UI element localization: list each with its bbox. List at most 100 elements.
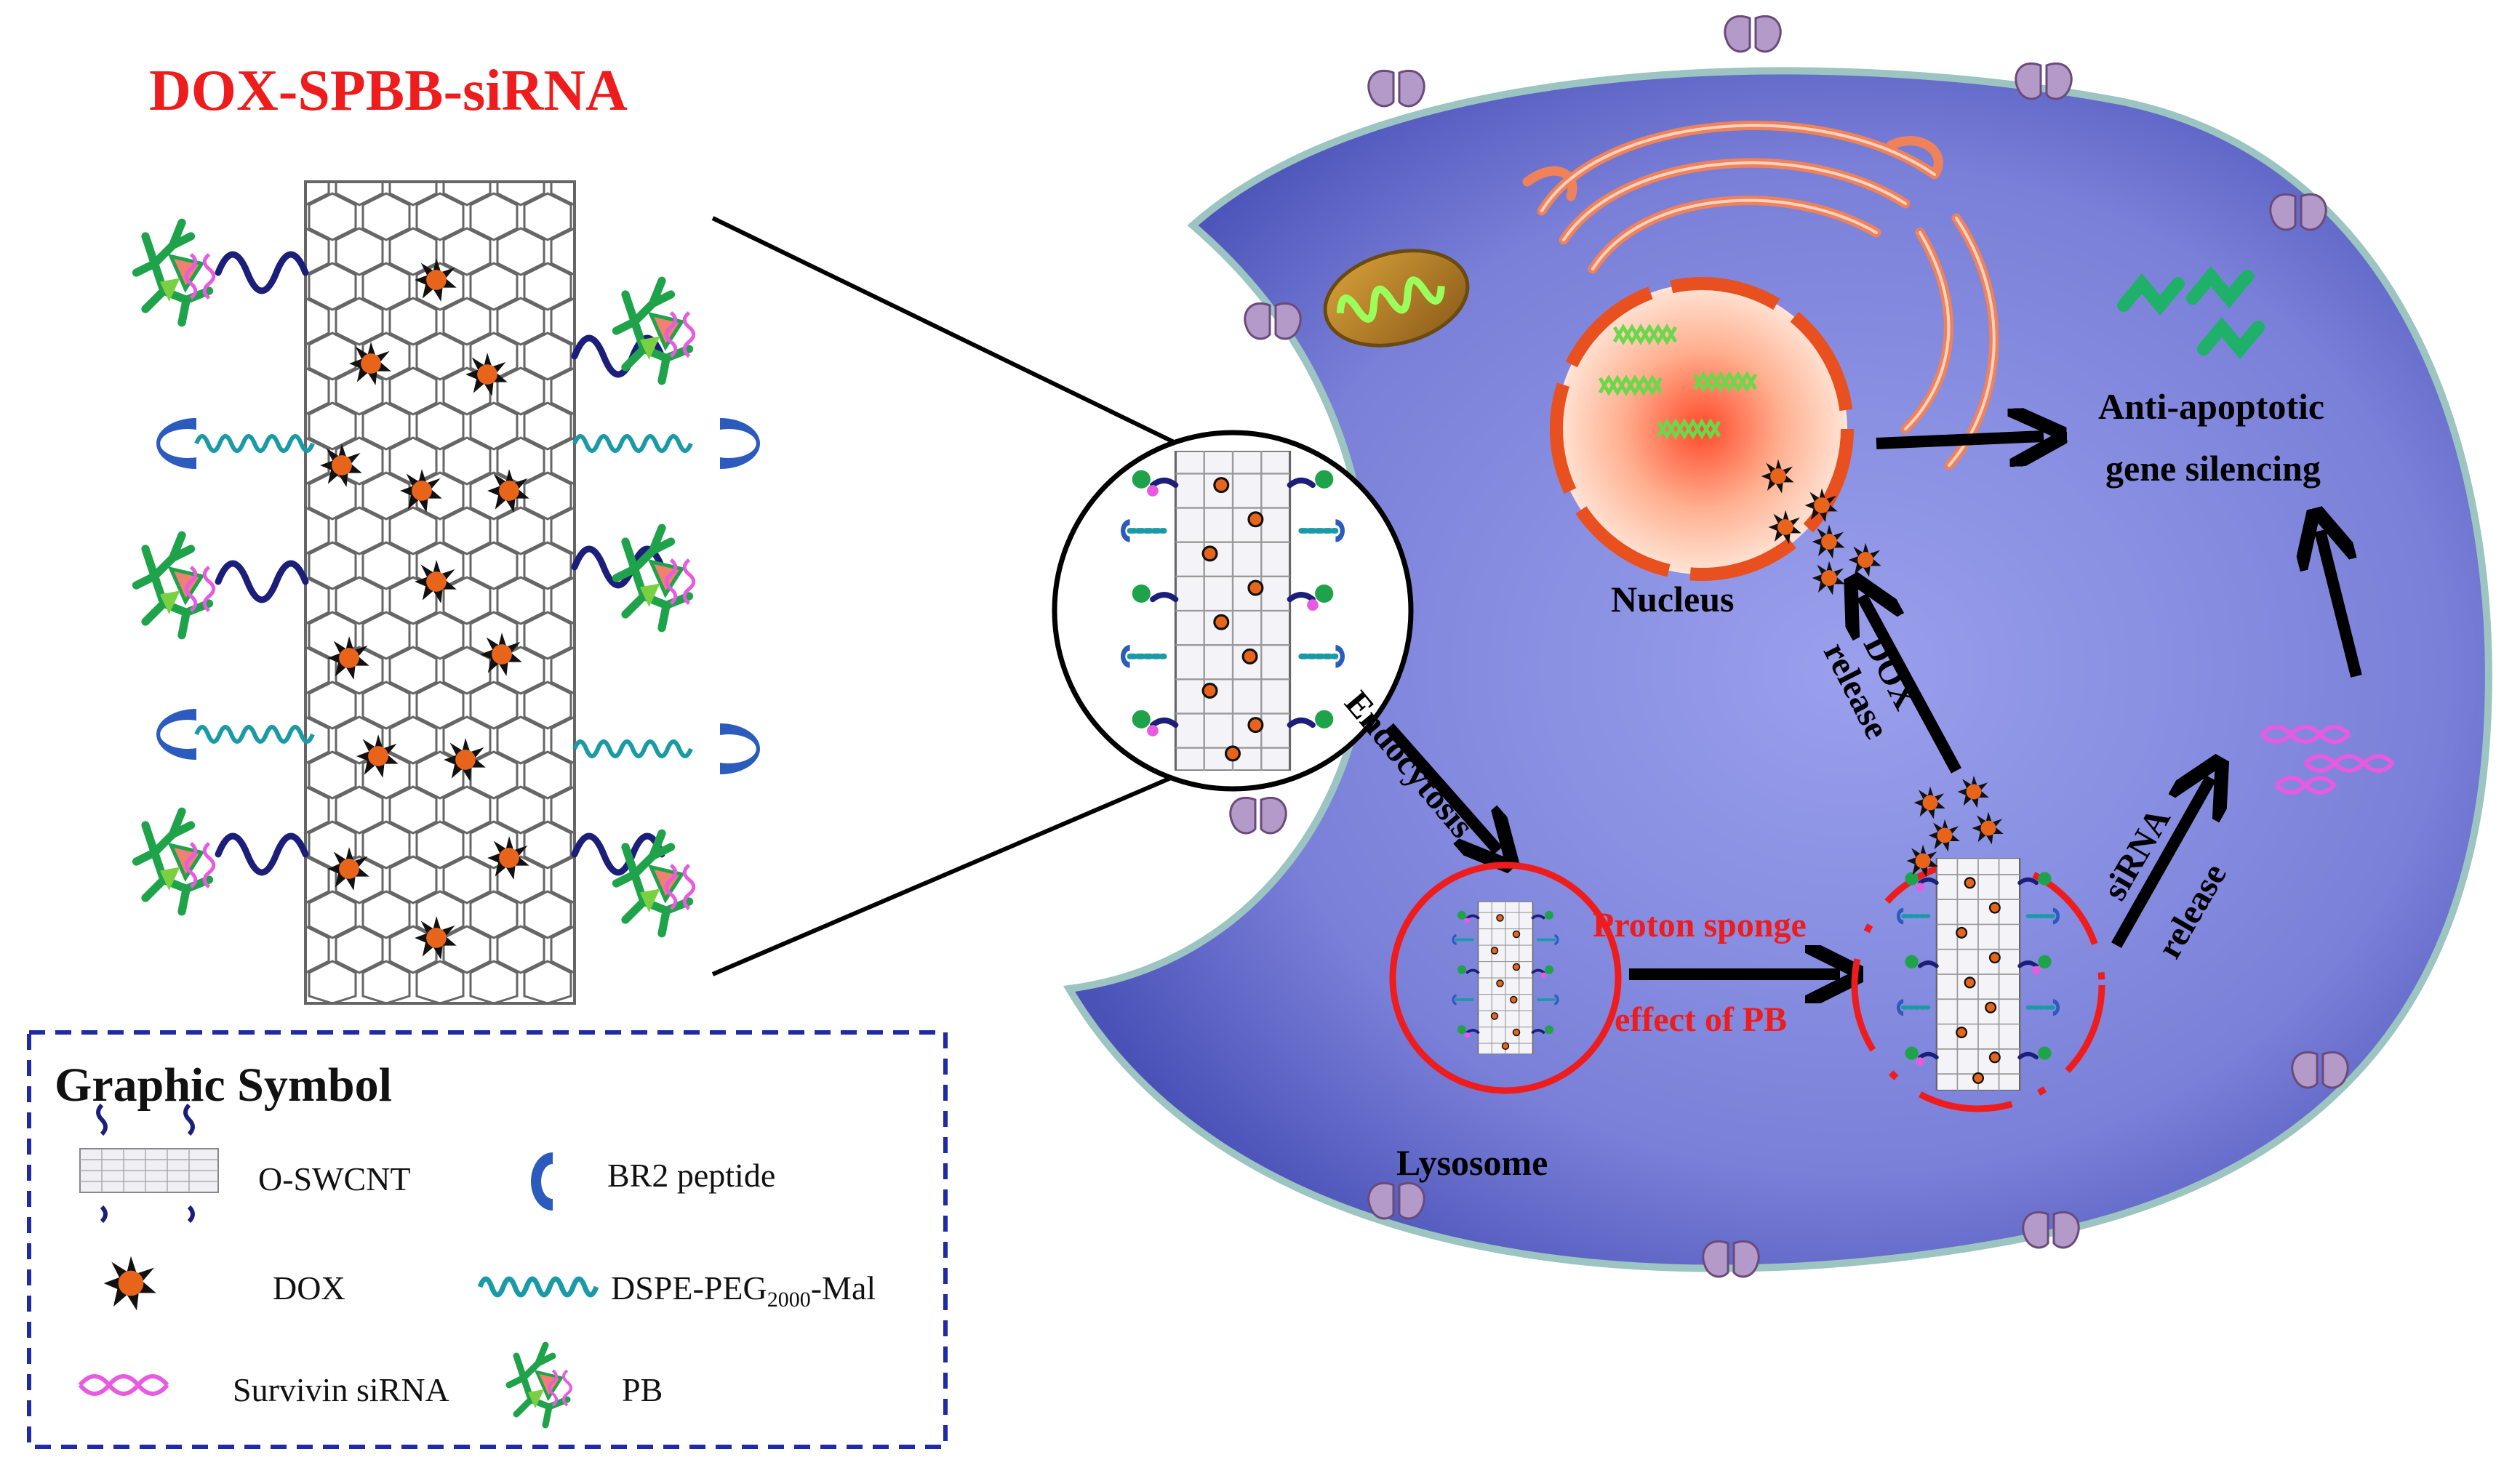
- lattice-cell: [361, 471, 411, 521]
- lattice-cell: [388, 227, 438, 276]
- lattice-cell: [550, 715, 576, 766]
- surface-ligands: [137, 222, 760, 934]
- lattice-cell: [415, 820, 465, 870]
- lattice-cell: [335, 785, 384, 835]
- arrow-sirna-to-outcome: [2320, 531, 2362, 678]
- lattice-cell: [523, 541, 572, 590]
- lattice-cell: [550, 784, 576, 835]
- lattice-cell: [304, 784, 330, 835]
- arrow-sirna-release: [2111, 778, 2211, 948]
- lattice-cell: [304, 505, 330, 556]
- lattice-cell: [442, 855, 492, 904]
- arrow-to-outcome: [1876, 436, 2044, 443]
- lattice-cell: [469, 681, 519, 730]
- lattice-cell: [361, 611, 411, 660]
- lattice-cell: [550, 854, 576, 905]
- lattice-cell: [335, 576, 384, 625]
- lattice-cell: [335, 366, 384, 416]
- endoplasmic-reticulum-inner: [1540, 124, 1996, 467]
- legend-label-dspe: DSPE-PEG2000-Mal: [611, 1269, 876, 1312]
- lattice-cell: [361, 401, 411, 451]
- lattice-cell: [496, 506, 545, 555]
- lattice-cell: [361, 960, 411, 1005]
- arrow-endocytosis: [1385, 723, 1498, 851]
- lattice-cell: [523, 681, 572, 730]
- lattice-cell: [523, 471, 572, 521]
- lattice-cell: [308, 192, 357, 241]
- lattice-cell: [388, 366, 438, 416]
- pb-icon: [137, 535, 214, 635]
- lattice-cell: [308, 750, 357, 800]
- lattice-cell: [523, 611, 572, 660]
- lattice-cell: [415, 611, 465, 660]
- process-arrows: [1385, 436, 2362, 974]
- br2-peptide-icon: [720, 418, 760, 469]
- nucleus: [1550, 277, 1854, 581]
- lattice-cell: [304, 180, 330, 207]
- lattice-cell: [523, 332, 572, 381]
- lattice-cell: [304, 854, 330, 905]
- lattice-cell: [442, 227, 492, 276]
- lattice-cell: [388, 715, 438, 765]
- lattice-cell: [442, 506, 492, 555]
- lattice-cell: [361, 541, 411, 590]
- lattice-cell: [550, 436, 576, 486]
- lattice-cell: [361, 262, 411, 311]
- lattice-cell: [415, 192, 465, 241]
- label-gene-silencing: gene silencing: [2105, 448, 2321, 489]
- br2-peptide-icon: [156, 709, 196, 760]
- legend-label-dspe-suffix: -Mal: [810, 1269, 876, 1307]
- sirna-icon: [78, 1374, 169, 1396]
- ruptured-lysosome: [1851, 858, 2105, 1112]
- lattice-cell: [550, 296, 576, 347]
- silenced-gene-icon: [2117, 265, 2265, 360]
- lattice-cell: [304, 924, 330, 975]
- lattice-cell: [469, 890, 519, 939]
- lattice-cell: [388, 785, 438, 835]
- br2-peptide-icon: [156, 418, 196, 469]
- lattice-cell: [523, 262, 572, 311]
- lysosome: [1389, 862, 1622, 1094]
- lattice-cell: [335, 297, 384, 346]
- dna-icon: [1598, 324, 1758, 440]
- lattice-cell: [442, 297, 492, 346]
- label-effect-of-pb: effect of PB: [1615, 1000, 1788, 1039]
- lattice-cell: [308, 471, 357, 521]
- legend-label-br2: BR2 peptide: [607, 1157, 776, 1194]
- lattice-cell: [523, 820, 572, 870]
- lattice-cell: [550, 180, 576, 207]
- lattice-cell: [308, 960, 357, 1005]
- o-swcnt-icon: [79, 1103, 219, 1224]
- lattice-cell: [550, 575, 576, 626]
- lattice-cell: [523, 890, 572, 939]
- lattice-cell: [308, 890, 357, 939]
- pb-icon: [137, 811, 214, 912]
- lattice-cell: [308, 332, 357, 381]
- lattice-cell: [335, 227, 384, 276]
- label-nucleus: Nucleus: [1611, 579, 1735, 619]
- lattice-cell: [415, 681, 465, 730]
- dspe-peg-icon: [477, 1276, 599, 1298]
- lattice-cell: [496, 180, 545, 206]
- lattice-cell: [335, 925, 384, 974]
- legend: [27, 1030, 948, 1449]
- lattice-cell: [442, 646, 492, 695]
- lattice-cell: [469, 401, 519, 451]
- lattice-cell: [335, 436, 384, 486]
- lattice-cell: [361, 750, 411, 800]
- label-lysosome: Lysosome: [1396, 1142, 1548, 1183]
- diagram-title: DOX-SPBB-siRNA: [149, 59, 628, 123]
- pb-icon: [137, 222, 214, 323]
- lattice-cell: [308, 401, 357, 451]
- lattice-cell: [523, 192, 572, 241]
- lattice-cell: [469, 960, 519, 1005]
- lattice-cell: [469, 541, 519, 590]
- label-proton-sponge: Proton sponge: [1593, 906, 1807, 944]
- lattice-cell: [388, 506, 438, 555]
- receptor-icon: [1367, 69, 1425, 108]
- lattice-cell: [496, 227, 545, 276]
- sirna-released: [2260, 725, 2395, 795]
- lattice-cell: [304, 715, 330, 766]
- lattice-cell: [415, 262, 465, 311]
- lattice-cell: [442, 785, 492, 835]
